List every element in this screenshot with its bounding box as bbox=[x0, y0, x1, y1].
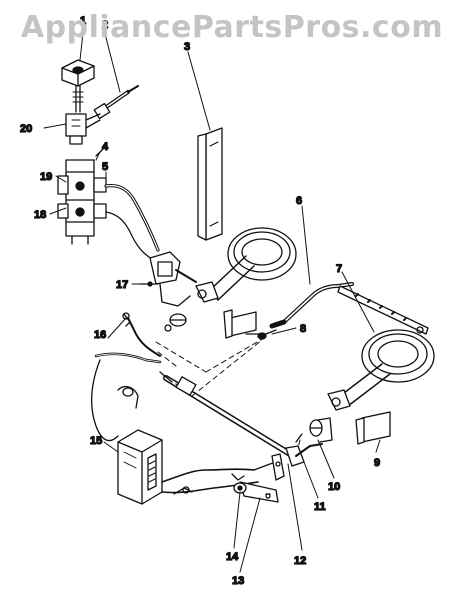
callout-6: 6 bbox=[296, 195, 302, 207]
part-1-regulator-knob bbox=[61, 59, 95, 113]
callout-5: 5 bbox=[102, 161, 108, 173]
callout-3: 3 bbox=[184, 41, 190, 53]
part-7-burner-strip bbox=[337, 285, 429, 335]
part-2-gas-line bbox=[93, 85, 139, 120]
part-3-shield-bracket bbox=[197, 127, 223, 241]
callout-7: 7 bbox=[336, 263, 342, 275]
part-15-ignition-module bbox=[117, 429, 163, 505]
part-6-manifold-tube bbox=[257, 282, 354, 340]
part-19-18-valve-body bbox=[57, 147, 107, 245]
callout-8: 8 bbox=[300, 323, 306, 335]
callout-4: 4 bbox=[102, 141, 109, 153]
callout-18: 18 bbox=[34, 209, 46, 221]
callout-14: 14 bbox=[226, 551, 239, 563]
callout-19: 19 bbox=[40, 171, 52, 183]
lower-burner-assembly bbox=[327, 329, 435, 445]
callout-11: 11 bbox=[314, 501, 326, 513]
part-17-fitting bbox=[139, 251, 197, 307]
dashed-reference-lines bbox=[155, 337, 301, 449]
callout-16: 16 bbox=[94, 329, 106, 341]
callout-12: 12 bbox=[294, 555, 306, 567]
callout-9: 9 bbox=[374, 457, 380, 469]
upper-burner-assembly bbox=[164, 227, 297, 339]
callout-17: 17 bbox=[116, 279, 128, 291]
part-5-tubing bbox=[104, 184, 161, 263]
callout-1: 1 bbox=[80, 15, 86, 27]
callout-20: 20 bbox=[20, 123, 32, 135]
callout-numbers: 1 2 3 4 5 6 7 8 9 10 11 12 13 14 15 16 1… bbox=[19, 14, 380, 587]
callout-10: 10 bbox=[328, 481, 340, 493]
main-gas-pipe bbox=[159, 371, 333, 467]
callout-13: 13 bbox=[232, 575, 244, 587]
callout-2: 2 bbox=[102, 19, 108, 31]
part-16-sensing-bulb bbox=[91, 312, 162, 442]
callout-15: 15 bbox=[90, 435, 102, 447]
part-20-valve bbox=[65, 113, 101, 145]
leader-lines bbox=[43, 23, 381, 573]
